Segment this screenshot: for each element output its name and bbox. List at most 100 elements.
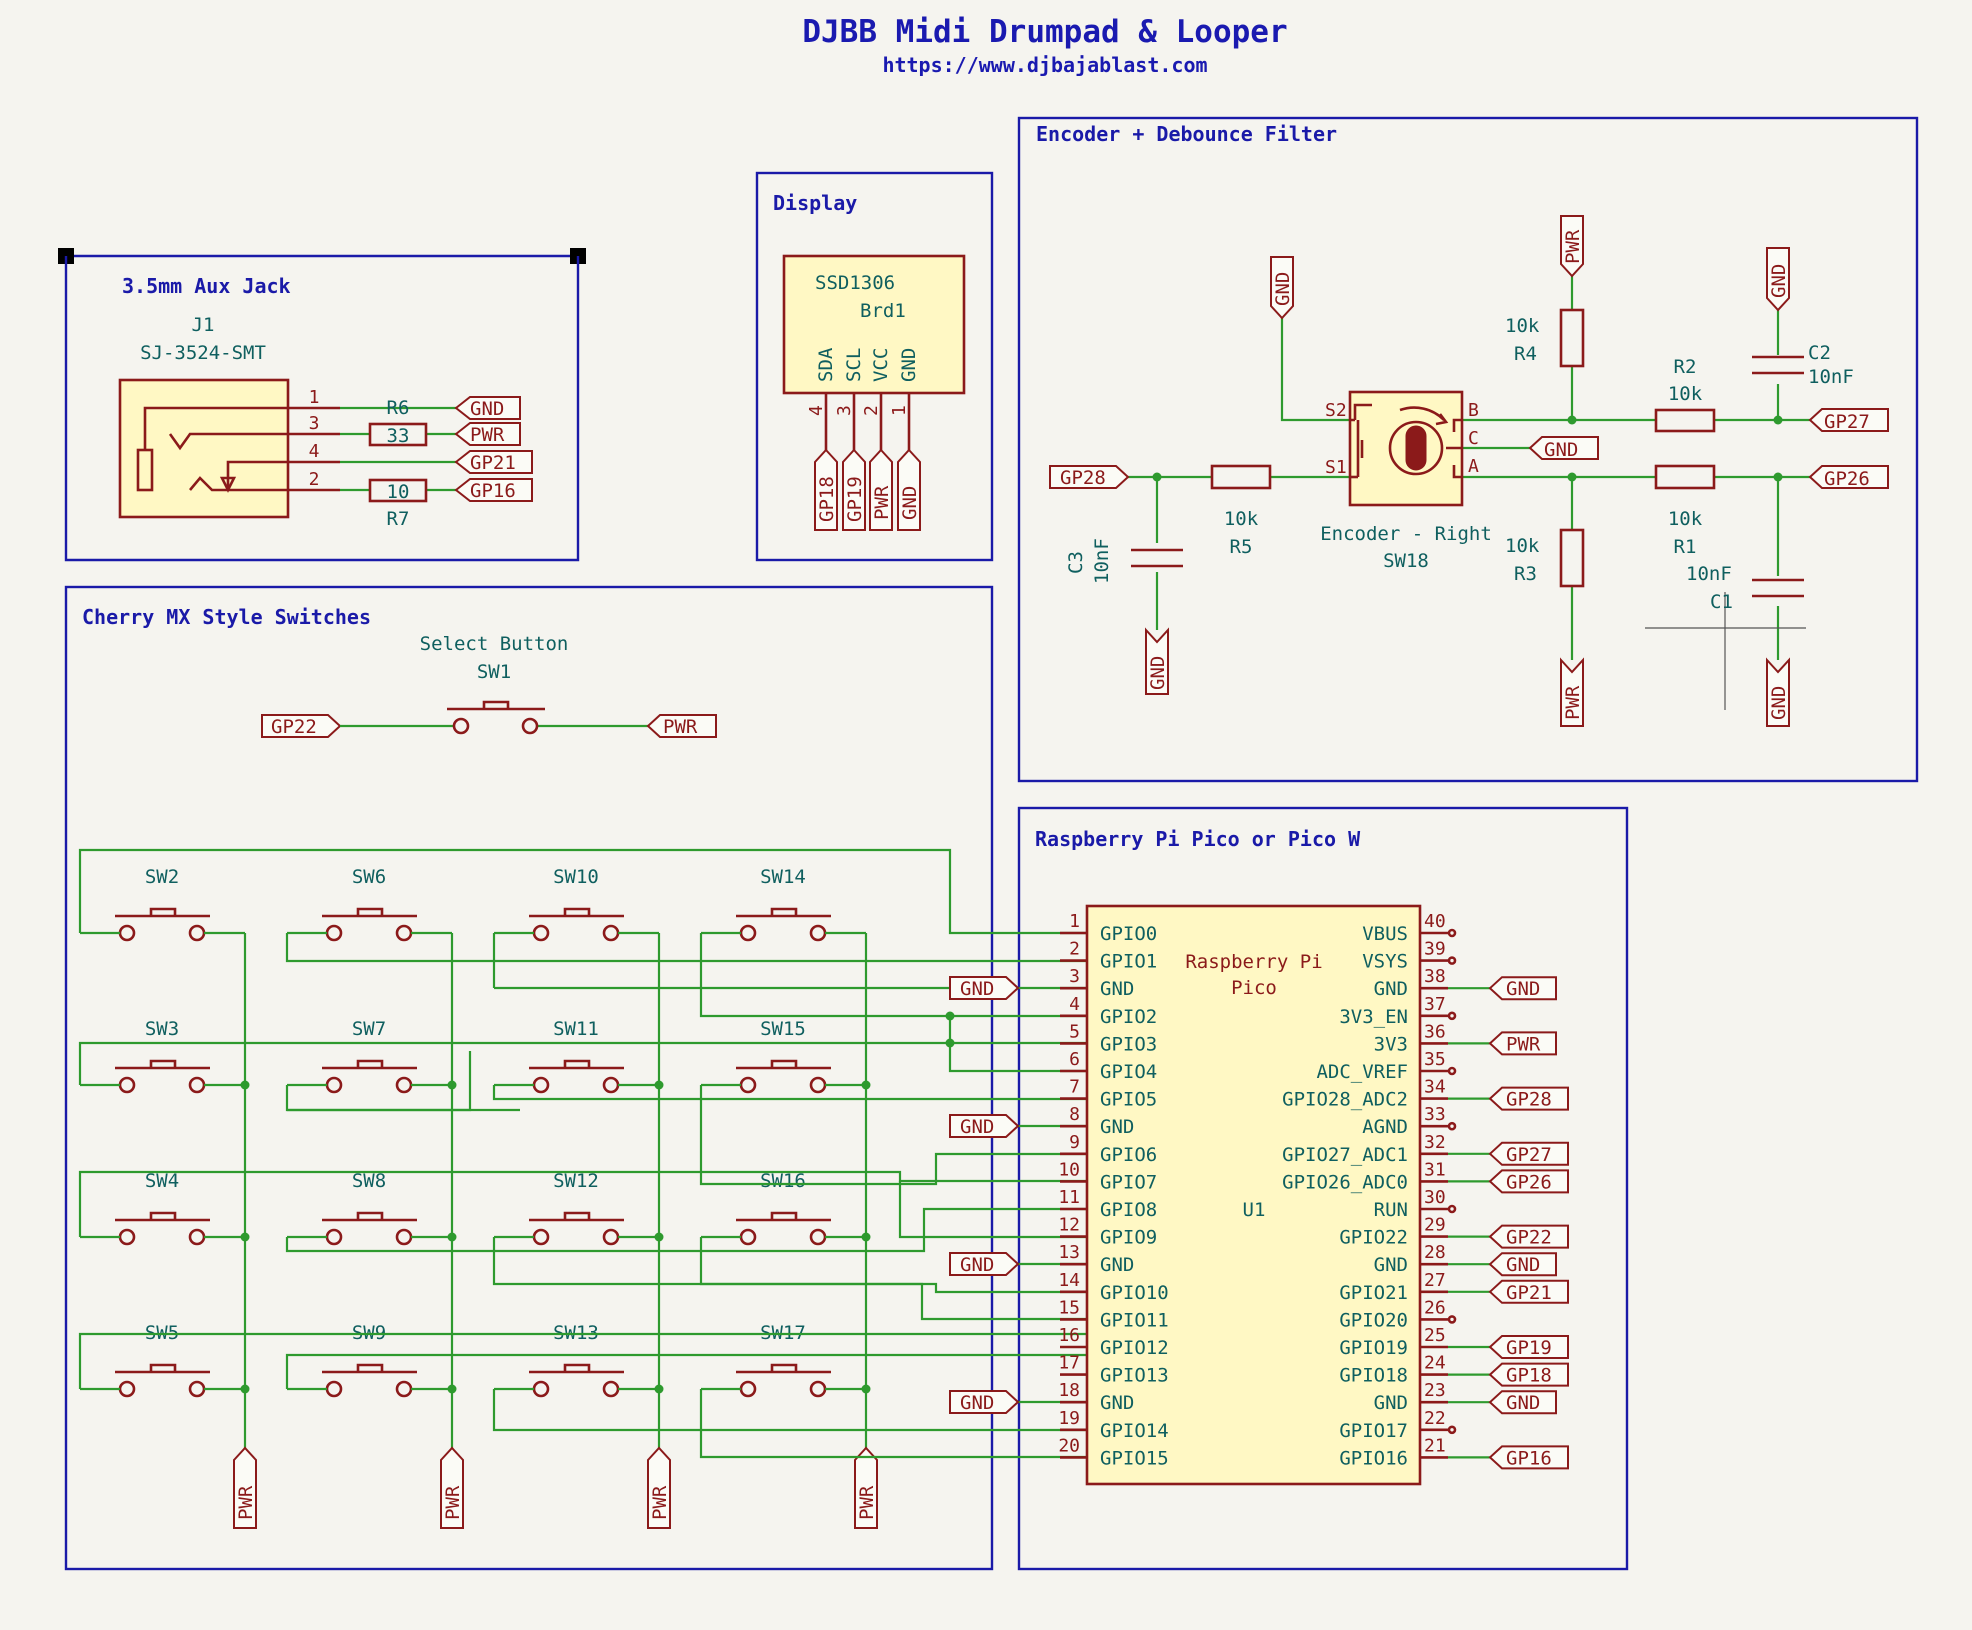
display-pinnum-2: 2 [861, 405, 882, 416]
r7-resistor [368, 478, 428, 503]
display-pin-gnd: GND [898, 348, 920, 382]
r7-ref: R7 [387, 508, 410, 530]
schematic-line [492, 1389, 1087, 1432]
pico-left-pin-number: 8 [1069, 1104, 1080, 1125]
switch-contact [809, 1228, 827, 1246]
schematic-line [78, 1041, 1087, 1085]
enc-label-gnd-c3: GND [1147, 656, 1169, 690]
matrix-gnd-label: GND [960, 1392, 994, 1414]
r2-resistor [1654, 408, 1716, 433]
encoder-knob [1388, 420, 1444, 476]
r4-resistor [1559, 308, 1585, 368]
pico-right-label-gnd: GND [1506, 1254, 1540, 1276]
switch-ref: SW6 [352, 866, 386, 888]
pico-left-pin-number: 16 [1058, 1325, 1080, 1346]
jack-line-2 [189, 476, 288, 492]
enc-label-gnd-s2: GND [1272, 272, 1294, 306]
switch-cap [770, 1059, 798, 1068]
switch-pwr-label: PWR [442, 1485, 464, 1520]
encoder-section-title: Encoder + Debounce Filter [1036, 122, 1337, 146]
pico-right-label-box [1488, 976, 1557, 1001]
pico-left-pin-name: GND [1100, 1392, 1134, 1414]
pico-left-pin-number: 11 [1058, 1187, 1080, 1208]
pico-right-pin-name: ADC_VREF [1316, 1061, 1408, 1083]
pico-right-pin-number: 23 [1424, 1380, 1446, 1401]
matrix-gnd-label-box [949, 976, 1020, 1000]
pico-right-pin-number: 40 [1424, 911, 1446, 932]
pico-right-label-box [1488, 1086, 1569, 1111]
switch-contact [325, 924, 343, 942]
switch-contact [532, 1076, 550, 1094]
switch-cap [356, 1363, 384, 1372]
enc-label-gnd-c2: GND [1768, 264, 1790, 298]
pico-left-pin-name: GND [1100, 978, 1134, 1000]
pico-right-label-gp19: GP19 [1506, 1337, 1552, 1359]
switch-pwr-label: PWR [856, 1485, 878, 1520]
pico-module: Raspberry Pi Pico U1 1GPIO02GPIO13GND4GP… [1058, 904, 1569, 1486]
junction [654, 1080, 664, 1090]
matrix-gnd-label-box [949, 1390, 1020, 1414]
pico-right-label-box [1488, 1031, 1557, 1056]
c3-ref: C3 [1065, 551, 1087, 574]
pico-unconnected-pin [1447, 928, 1457, 938]
display-pinnum-3: 3 [834, 405, 855, 416]
switch-ref: SW14 [760, 866, 806, 888]
display-pinnum-1: 1 [889, 405, 910, 416]
r3-resistor [1559, 528, 1585, 588]
junction [447, 1232, 457, 1242]
junction [240, 1080, 250, 1090]
pico-right-pin-number: 22 [1424, 1408, 1446, 1429]
display-pin-vcc: VCC [870, 348, 892, 382]
pico-left-pin-name: GPIO0 [1100, 923, 1157, 945]
pico-right-pin-number: 25 [1424, 1325, 1446, 1346]
jack-pin-1: 1 [309, 387, 320, 408]
pico-left-pin-name: GPIO11 [1100, 1309, 1169, 1331]
switch-cap [563, 1059, 591, 1068]
junction [945, 1011, 955, 1021]
switch-cap [563, 907, 591, 916]
display-box [755, 171, 994, 562]
r3-ref: R3 [1514, 563, 1537, 585]
pico-left-pin-number: 6 [1069, 1049, 1080, 1070]
pico-right-label-box [1488, 1169, 1569, 1194]
jack-line-4 [226, 460, 288, 488]
switch-contact [395, 1228, 413, 1246]
pico-right-pin-name: 3V3 [1374, 1033, 1408, 1055]
pico-left-pin-number: 7 [1069, 1077, 1080, 1098]
select-button-ref: SW1 [477, 661, 511, 683]
ssd1306-body [782, 254, 966, 395]
switch-cap [563, 1363, 591, 1372]
pico-right-pin-name: VSYS [1362, 951, 1408, 973]
pico-right-label-gp16: GP16 [1506, 1447, 1552, 1469]
pico-right-pin-number: 30 [1424, 1187, 1446, 1208]
j1-value: SJ-3524-SMT [140, 342, 266, 364]
pico-unconnected-pin [1447, 1066, 1457, 1076]
encoder-circuit: S2 S1 B C A Encoder - Right SW18 10k R5 … [1049, 215, 1889, 727]
encoder-pin-s1: S1 [1325, 457, 1347, 478]
pico-right-label-gp27: GP27 [1506, 1144, 1552, 1166]
switch-cap [770, 1363, 798, 1372]
encoder-pin-b: B [1468, 400, 1479, 421]
enc-label-pwr-top: PWR [1562, 229, 1584, 264]
encoder-pin-c: C [1468, 428, 1479, 449]
pico-section-title: Raspberry Pi Pico or Pico W [1035, 827, 1361, 851]
pico-right-pin-number: 28 [1424, 1242, 1446, 1263]
encoder-pin-a: A [1468, 456, 1479, 477]
display-section-title: Display [773, 191, 857, 215]
switch-pwr-label: PWR [235, 1485, 257, 1520]
j1-ref: J1 [192, 314, 215, 336]
junction [240, 1232, 250, 1242]
pico-right-pin-number: 31 [1424, 1159, 1446, 1180]
pico-right-label-gp28: GP28 [1506, 1089, 1552, 1111]
enc-label-gp28: GP28 [1060, 467, 1106, 489]
matrix-gnd-label: GND [960, 1254, 994, 1276]
switch-contact [602, 1076, 620, 1094]
r1-ref: R1 [1674, 536, 1697, 558]
switch-cap [356, 907, 384, 916]
pwr-label-box [233, 1446, 257, 1529]
switch-contact [118, 1228, 136, 1246]
r6-value: 33 [387, 425, 410, 447]
switch-ref: SW16 [760, 1170, 806, 1192]
pico-right-label-box [1488, 1252, 1557, 1277]
